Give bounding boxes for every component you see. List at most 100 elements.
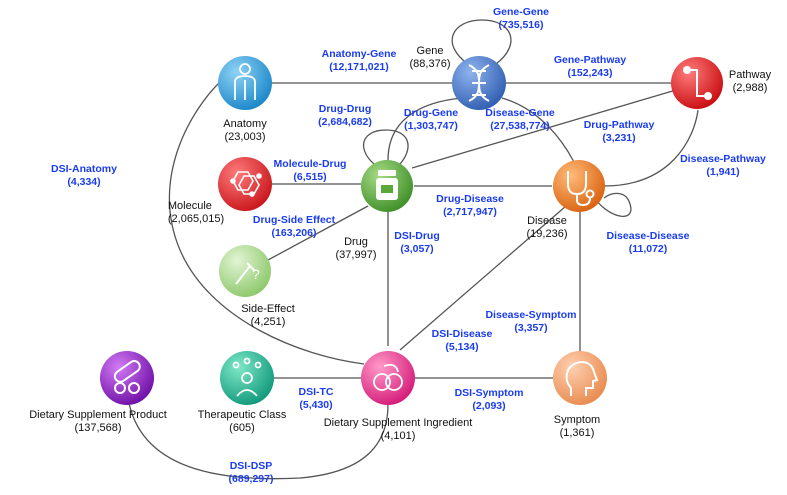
head-icon [565, 360, 599, 396]
edge-label-anatomy-gene: Anatomy-Gene (12,171,021) [322, 48, 397, 74]
molecule-drug-name: Molecule-Drug [273, 158, 347, 170]
edge-disease-pathway [603, 109, 699, 187]
drug-drug-count: (2,684,682) [318, 116, 372, 128]
node-gene-circle[interactable] [452, 56, 506, 110]
disease-pathway-name: Disease-Pathway [680, 153, 766, 165]
edge-label-drug-drug: Drug-Drug (2,684,682) [318, 103, 372, 129]
edges-layer [127, 19, 699, 480]
gene-pathway-count: (152,243) [567, 67, 613, 79]
node-tc-circle[interactable] [220, 351, 274, 405]
dsi-tc-count: (5,430) [299, 399, 333, 411]
edge-gene-gene [451, 19, 512, 65]
node-dsi-circle[interactable] [361, 351, 415, 405]
disease-count: (19,236) [526, 228, 568, 240]
edge-label-drug-disease: Drug-Disease (2,717,947) [436, 193, 504, 219]
edge-drug-pathway [411, 89, 677, 169]
edge-label-dsi-disease: DSI-Disease (5,134) [432, 328, 493, 354]
disease-gene-count: (27,538,774) [490, 120, 550, 132]
anatomy-name: Anatomy [223, 118, 267, 130]
dsp-count: (137,568) [74, 422, 122, 434]
node-dsp-circle[interactable] [100, 351, 154, 405]
molecule-count: (2,065,015) [167, 213, 225, 225]
node-label-side-effect: Side-Effect (4,251) [241, 303, 295, 329]
node-molecule-circle[interactable] [218, 157, 272, 211]
dsi-symptom-name: DSI-Symptom [454, 387, 524, 399]
dsi-disease-count: (5,134) [445, 341, 479, 353]
dsi-tc-name: DSI-TC [298, 386, 334, 398]
edge-label-disease-symptom: Disease-Symptom (3,357) [485, 309, 576, 335]
dsi-symptom-count: (2,093) [472, 400, 506, 412]
side-effect-count: (4,251) [250, 316, 286, 328]
dsi-dsp-name: DSI-DSP [229, 460, 273, 472]
node-label-dsp: Dietary Supplement Product (137,568) [29, 409, 167, 435]
edge-label-dsi-symptom: DSI-Symptom (2,093) [455, 387, 524, 413]
tc-count: (605) [229, 422, 255, 434]
edge-label-dsi-anatomy: DSI-Anatomy (4,334) [51, 163, 117, 189]
node-label-disease: Disease (19,236) [527, 215, 568, 241]
disease-gene-name: Disease-Gene [485, 107, 555, 119]
pathway-name: Pathway [728, 69, 772, 81]
drug-pathway-name: Drug-Pathway [583, 119, 655, 131]
node-label-anatomy: Anatomy (23,003) [223, 118, 266, 144]
molecule-drug-count: (6,515) [293, 171, 327, 183]
node-pathway-circle[interactable] [671, 57, 723, 109]
edge-disease-disease [595, 192, 632, 217]
node-side-effect-circle[interactable]: ? [219, 245, 271, 297]
disease-symptom-count: (3,357) [514, 322, 548, 334]
drug-pathway-count: (3,231) [602, 132, 636, 144]
node-label-tc: Therapeutic Class (605) [198, 409, 287, 435]
drug-name: Drug [344, 236, 368, 248]
pill-bottle-icon [376, 170, 398, 200]
node-label-gene: Gene (88,376) [410, 45, 451, 71]
dna-icon [468, 64, 490, 102]
edge-drug-side-effect [267, 205, 369, 261]
edge-label-molecule-drug: Molecule-Drug (6,515) [274, 158, 347, 184]
gene-gene-name: Gene-Gene [492, 6, 550, 18]
gene-name: Gene [416, 45, 444, 57]
drug-disease-count: (2,717,947) [443, 206, 497, 218]
symptom-name: Symptom [553, 414, 601, 426]
disease-disease-name: Disease-Disease [606, 230, 690, 242]
dsi-disease-name: DSI-Disease [431, 328, 493, 340]
drug-drug-name: Drug-Drug [318, 103, 372, 115]
drug-gene-name: Drug-Gene [403, 107, 459, 119]
node-label-dsi: Dietary Supplement Ingredient (4,101) [324, 417, 473, 443]
edge-dsi-anatomy [168, 79, 365, 365]
edge-disease-gene [501, 97, 575, 163]
dsi-name: Dietary Supplement Ingredient [323, 417, 473, 429]
dsi-anatomy-name: DSI-Anatomy [51, 163, 117, 175]
svg-text:?: ? [252, 266, 260, 282]
pathway-count: (2,988) [732, 82, 768, 94]
disease-pathway-count: (1,941) [706, 166, 740, 178]
node-disease-circle[interactable] [553, 160, 605, 212]
dsi-count: (4,101) [380, 430, 416, 442]
node-symptom-circle[interactable] [553, 351, 607, 405]
edge-drug-gene [387, 97, 463, 161]
disease-symptom-name: Disease-Symptom [485, 309, 577, 321]
drug-disease-name: Drug-Disease [436, 193, 504, 205]
edge-label-disease-gene: Disease-Gene (27,538,774) [485, 107, 554, 133]
dsp-name: Dietary Supplement Product [29, 409, 167, 421]
pathway-icon [683, 66, 712, 100]
drug-side-effect-count: (163,206) [271, 227, 317, 239]
anatomy-count: (23,003) [224, 131, 266, 143]
edge-dsi-dsp [127, 397, 389, 480]
dsi-anatomy-count: (4,334) [67, 176, 101, 188]
edge-label-dsi-drug: DSI-Drug (3,057) [394, 230, 440, 256]
disease-disease-count: (11,072) [628, 243, 668, 255]
edge-label-drug-side-effect: Drug-Side Effect (163,206) [253, 214, 335, 240]
edge-drug-drug [363, 129, 409, 165]
dsi-drug-name: DSI-Drug [394, 230, 440, 242]
drug-side-effect-name: Drug-Side Effect [252, 214, 336, 226]
molecule-name: Molecule [167, 200, 212, 212]
dsi-dsp-count: (689,297) [228, 473, 274, 485]
node-anatomy-circle[interactable] [218, 56, 272, 110]
drug-gene-count: (1,303,747) [404, 120, 458, 132]
disease-name: Disease [527, 215, 567, 227]
edge-label-dsi-tc: DSI-TC (5,430) [299, 386, 334, 412]
node-drug-circle[interactable] [361, 160, 413, 212]
node-label-drug: Drug (37,997) [336, 236, 377, 262]
node-label-molecule: Molecule (2,065,015) [168, 200, 224, 226]
edge-label-gene-gene: Gene-Gene (735,516) [493, 6, 549, 32]
